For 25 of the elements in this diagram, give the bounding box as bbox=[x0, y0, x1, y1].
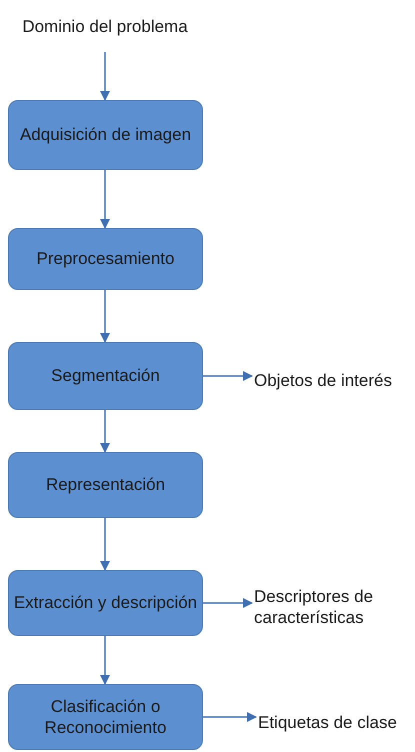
box-label: Extracción y descripción bbox=[14, 592, 198, 614]
process-box bbox=[8, 228, 203, 290]
process-box bbox=[8, 342, 203, 410]
input-text: Dominio del problema bbox=[22, 16, 188, 38]
arrow bbox=[100, 410, 110, 453]
box-label: Segmentación bbox=[51, 365, 160, 387]
arrow bbox=[100, 636, 110, 685]
box-label: Preprocesamiento bbox=[36, 248, 174, 270]
box-label: Clasificación o Reconocimiento bbox=[44, 696, 168, 738]
process-box bbox=[8, 684, 203, 750]
arrow bbox=[100, 52, 110, 101]
process-box bbox=[8, 100, 203, 170]
process-box bbox=[8, 452, 203, 518]
box-label: Representación bbox=[46, 474, 166, 496]
arrow bbox=[100, 290, 110, 343]
arrow bbox=[203, 371, 253, 381]
output-text: Objetos de interés bbox=[254, 370, 392, 392]
box-label: Adquisición de imagen bbox=[20, 124, 192, 146]
output-text: Etiquetas de clase bbox=[258, 712, 397, 734]
arrow bbox=[100, 518, 110, 571]
process-box bbox=[8, 570, 203, 636]
arrow bbox=[100, 170, 110, 229]
arrow bbox=[203, 598, 253, 608]
output-text: Descriptores de características bbox=[254, 586, 374, 628]
arrow bbox=[203, 712, 257, 722]
